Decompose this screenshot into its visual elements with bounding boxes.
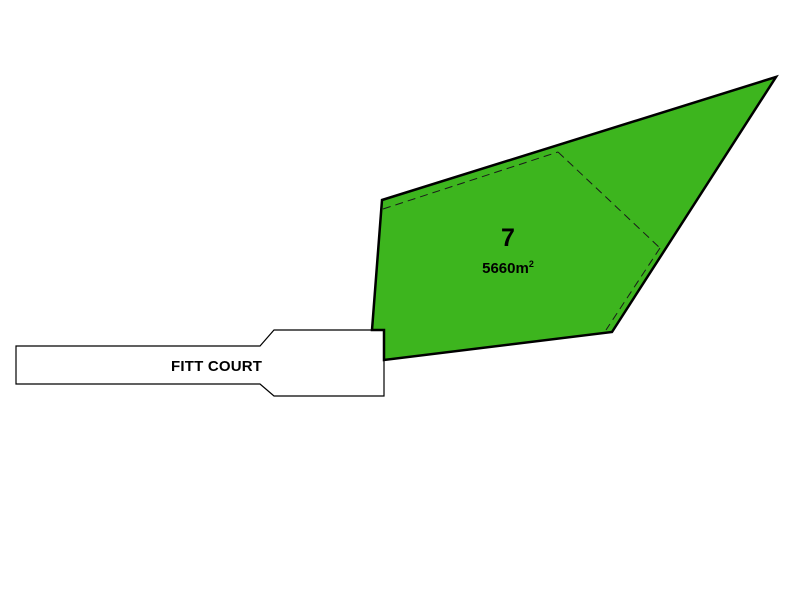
lot-area-label: 5660m2 <box>482 259 534 277</box>
road-outline <box>15 329 385 397</box>
lot-number-label: 7 <box>501 224 515 252</box>
easement-line-diagonal <box>557 151 661 249</box>
lot-area-superscript: 2 <box>529 259 534 269</box>
road-fitt-court: FITT COURT <box>15 329 385 397</box>
easement-line-east <box>605 247 661 331</box>
easement-line-north <box>382 151 559 210</box>
lot-7[interactable]: 7 5660m2 <box>370 74 779 362</box>
lot-boundary[interactable] <box>370 74 779 362</box>
lot-area-value: 5660m <box>482 260 529 277</box>
road-name-label: FITT COURT <box>171 358 262 375</box>
